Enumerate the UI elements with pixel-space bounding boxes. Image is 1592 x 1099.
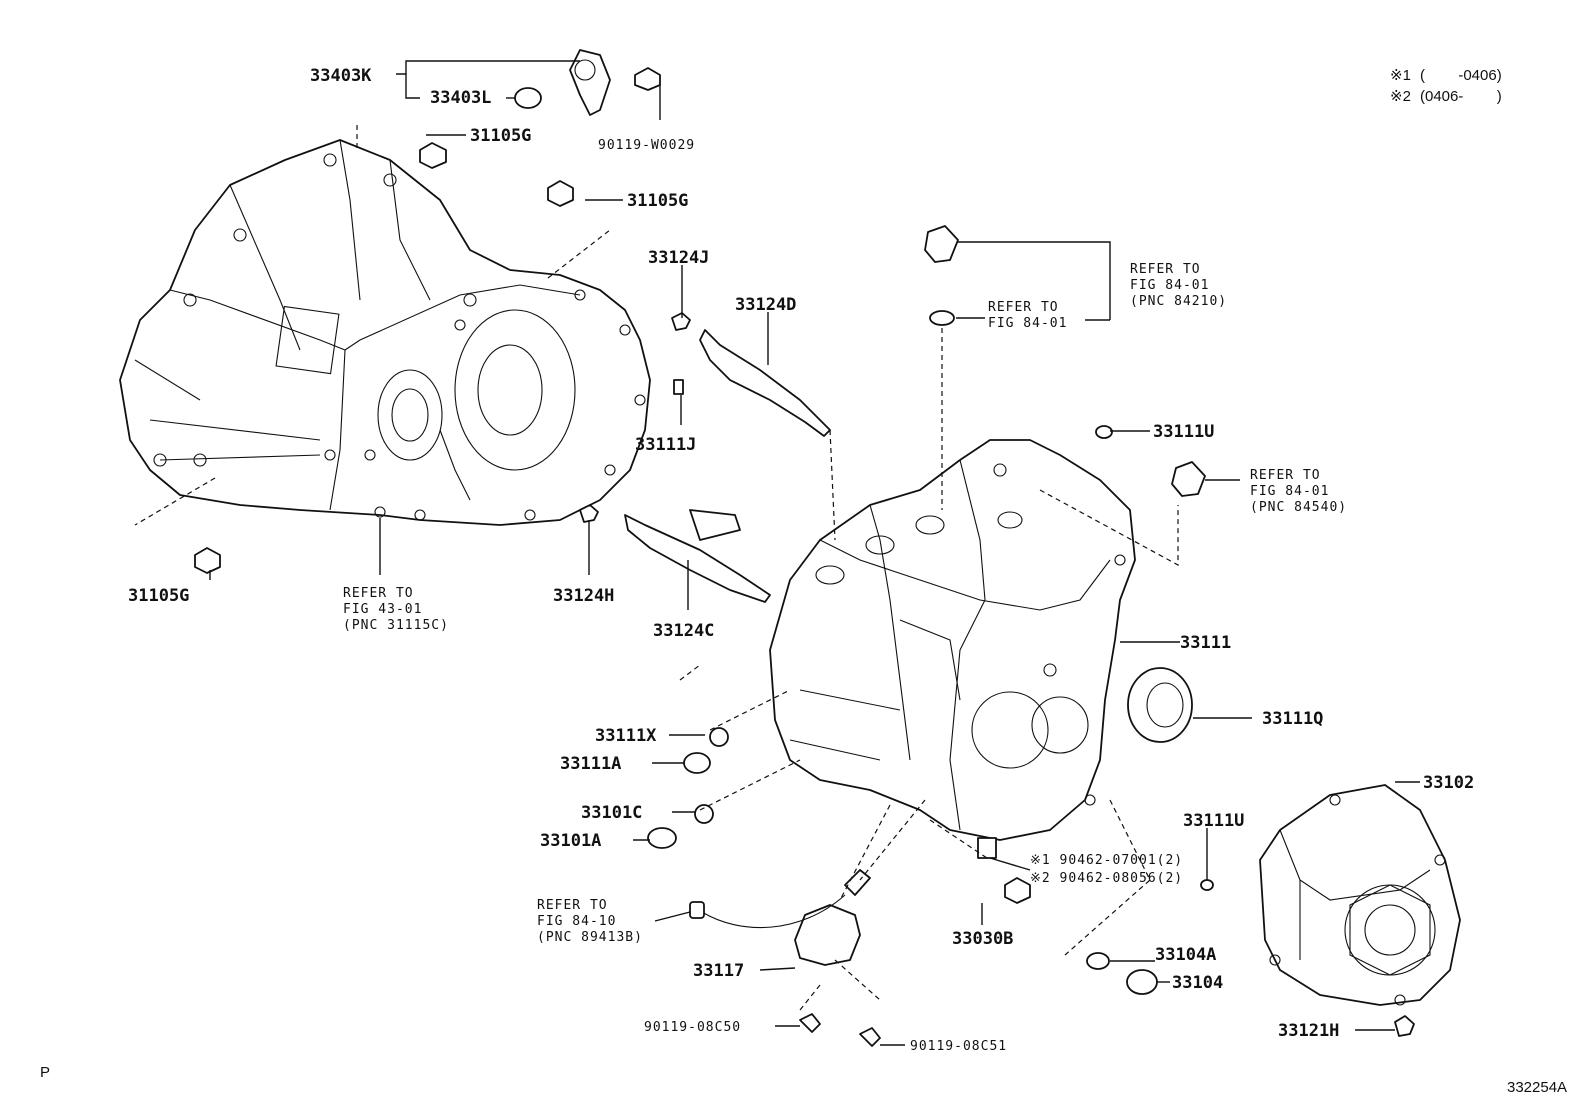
label-31105G-bottom: 31105G: [128, 586, 189, 606]
label-33121H: 33121H: [1278, 1021, 1339, 1041]
ref-84210-line1: REFER TO: [1130, 262, 1201, 277]
ref-84210-line3: (PNC 84210): [1130, 294, 1227, 309]
ref-84-01-line1: REFER TO: [988, 300, 1059, 315]
label-33124H: 33124H: [553, 586, 614, 606]
label-33111X: 33111X: [595, 726, 657, 746]
ref-31115C-line1: REFER TO: [343, 586, 414, 601]
note-1-mark: ※1: [1390, 67, 1411, 84]
clip-33403L: [514, 87, 542, 109]
label-33403K: 33403K: [310, 66, 372, 86]
applicability-notes: ※1 ( -0406) ※2 (0406- ): [1390, 67, 1502, 105]
label-33111: 33111: [1180, 633, 1231, 653]
oil-seal-33111Q: [1127, 667, 1193, 743]
label-31105G-mid: 31105G: [627, 191, 688, 211]
label-33101C: 33101C: [581, 803, 642, 823]
assembly-dashed-lines: [134, 125, 1179, 1011]
part-labels: 33403K 33403L 90119-W0029 31105G 31105G …: [128, 66, 1474, 1054]
label-33117: 33117: [693, 961, 744, 981]
label-90462-07001: ※1 90462-07001(2): [1030, 853, 1183, 868]
ref-89413B-line2: FIG 84-10: [537, 914, 616, 929]
label-90119-08C50: 90119-08C50: [644, 1020, 741, 1035]
ref-89413B-line1: REFER TO: [537, 898, 608, 913]
bolt-icons: [194, 67, 1415, 1047]
ref-89413B-line3: (PNC 89413B): [537, 930, 643, 945]
clutch-housing-drawing: [119, 139, 651, 526]
transaxle-case-drawing: [769, 439, 1136, 841]
label-33124J: 33124J: [648, 248, 709, 268]
ref-84210-line2: FIG 84-01: [1130, 278, 1209, 293]
leader-lines: [209, 60, 1420, 1046]
label-33124D: 33124D: [735, 295, 796, 315]
label-33102: 33102: [1423, 773, 1474, 793]
case-cover-drawing: [1259, 784, 1461, 1006]
page-mark: P: [40, 1064, 50, 1081]
reference-notes: REFER TO FIG 84-01 (PNC 84210) REFER TO …: [343, 262, 1347, 945]
label-33111U-top: 33111U: [1153, 422, 1214, 442]
label-33104A: 33104A: [1155, 945, 1216, 965]
label-90119-W0029: 90119-W0029: [598, 138, 695, 153]
release-bearing-33403K: [569, 49, 611, 116]
label-33101A: 33101A: [540, 831, 601, 851]
label-33403L: 33403L: [430, 88, 491, 108]
release-fork-bracket-33124D: [699, 329, 831, 437]
ref-84540-line2: FIG 84-01: [1250, 484, 1329, 499]
label-31105G-top: 31105G: [470, 126, 531, 146]
note-1-range: ( -0406): [1420, 67, 1502, 84]
label-33124C: 33124C: [653, 621, 714, 641]
ref-84540-line3: (PNC 84540): [1250, 500, 1347, 515]
label-33111Q: 33111Q: [1262, 709, 1323, 729]
sensor-33117: [689, 869, 871, 966]
note-2-mark: ※2: [1390, 88, 1411, 105]
label-33111A: 33111A: [560, 754, 621, 774]
ref-31115C-line3: (PNC 31115C): [343, 618, 449, 633]
label-33104: 33104: [1172, 973, 1223, 993]
release-fork-bracket-33124C: [624, 509, 771, 603]
note-2-range: (0406- ): [1420, 88, 1502, 105]
drawing-number: 332254A: [1507, 1079, 1567, 1096]
ref-31115C-line2: FIG 43-01: [343, 602, 422, 617]
label-90119-08C51: 90119-08C51: [910, 1039, 1007, 1054]
ref-84540-line1: REFER TO: [1250, 468, 1321, 483]
label-33111J: 33111J: [635, 435, 696, 455]
label-90462-08056: ※2 90462-08056(2): [1030, 871, 1183, 886]
label-33030B: 33030B: [952, 929, 1013, 949]
label-33111U-bottom: 33111U: [1183, 811, 1244, 831]
ref-84-01-line2: FIG 84-01: [988, 316, 1067, 331]
